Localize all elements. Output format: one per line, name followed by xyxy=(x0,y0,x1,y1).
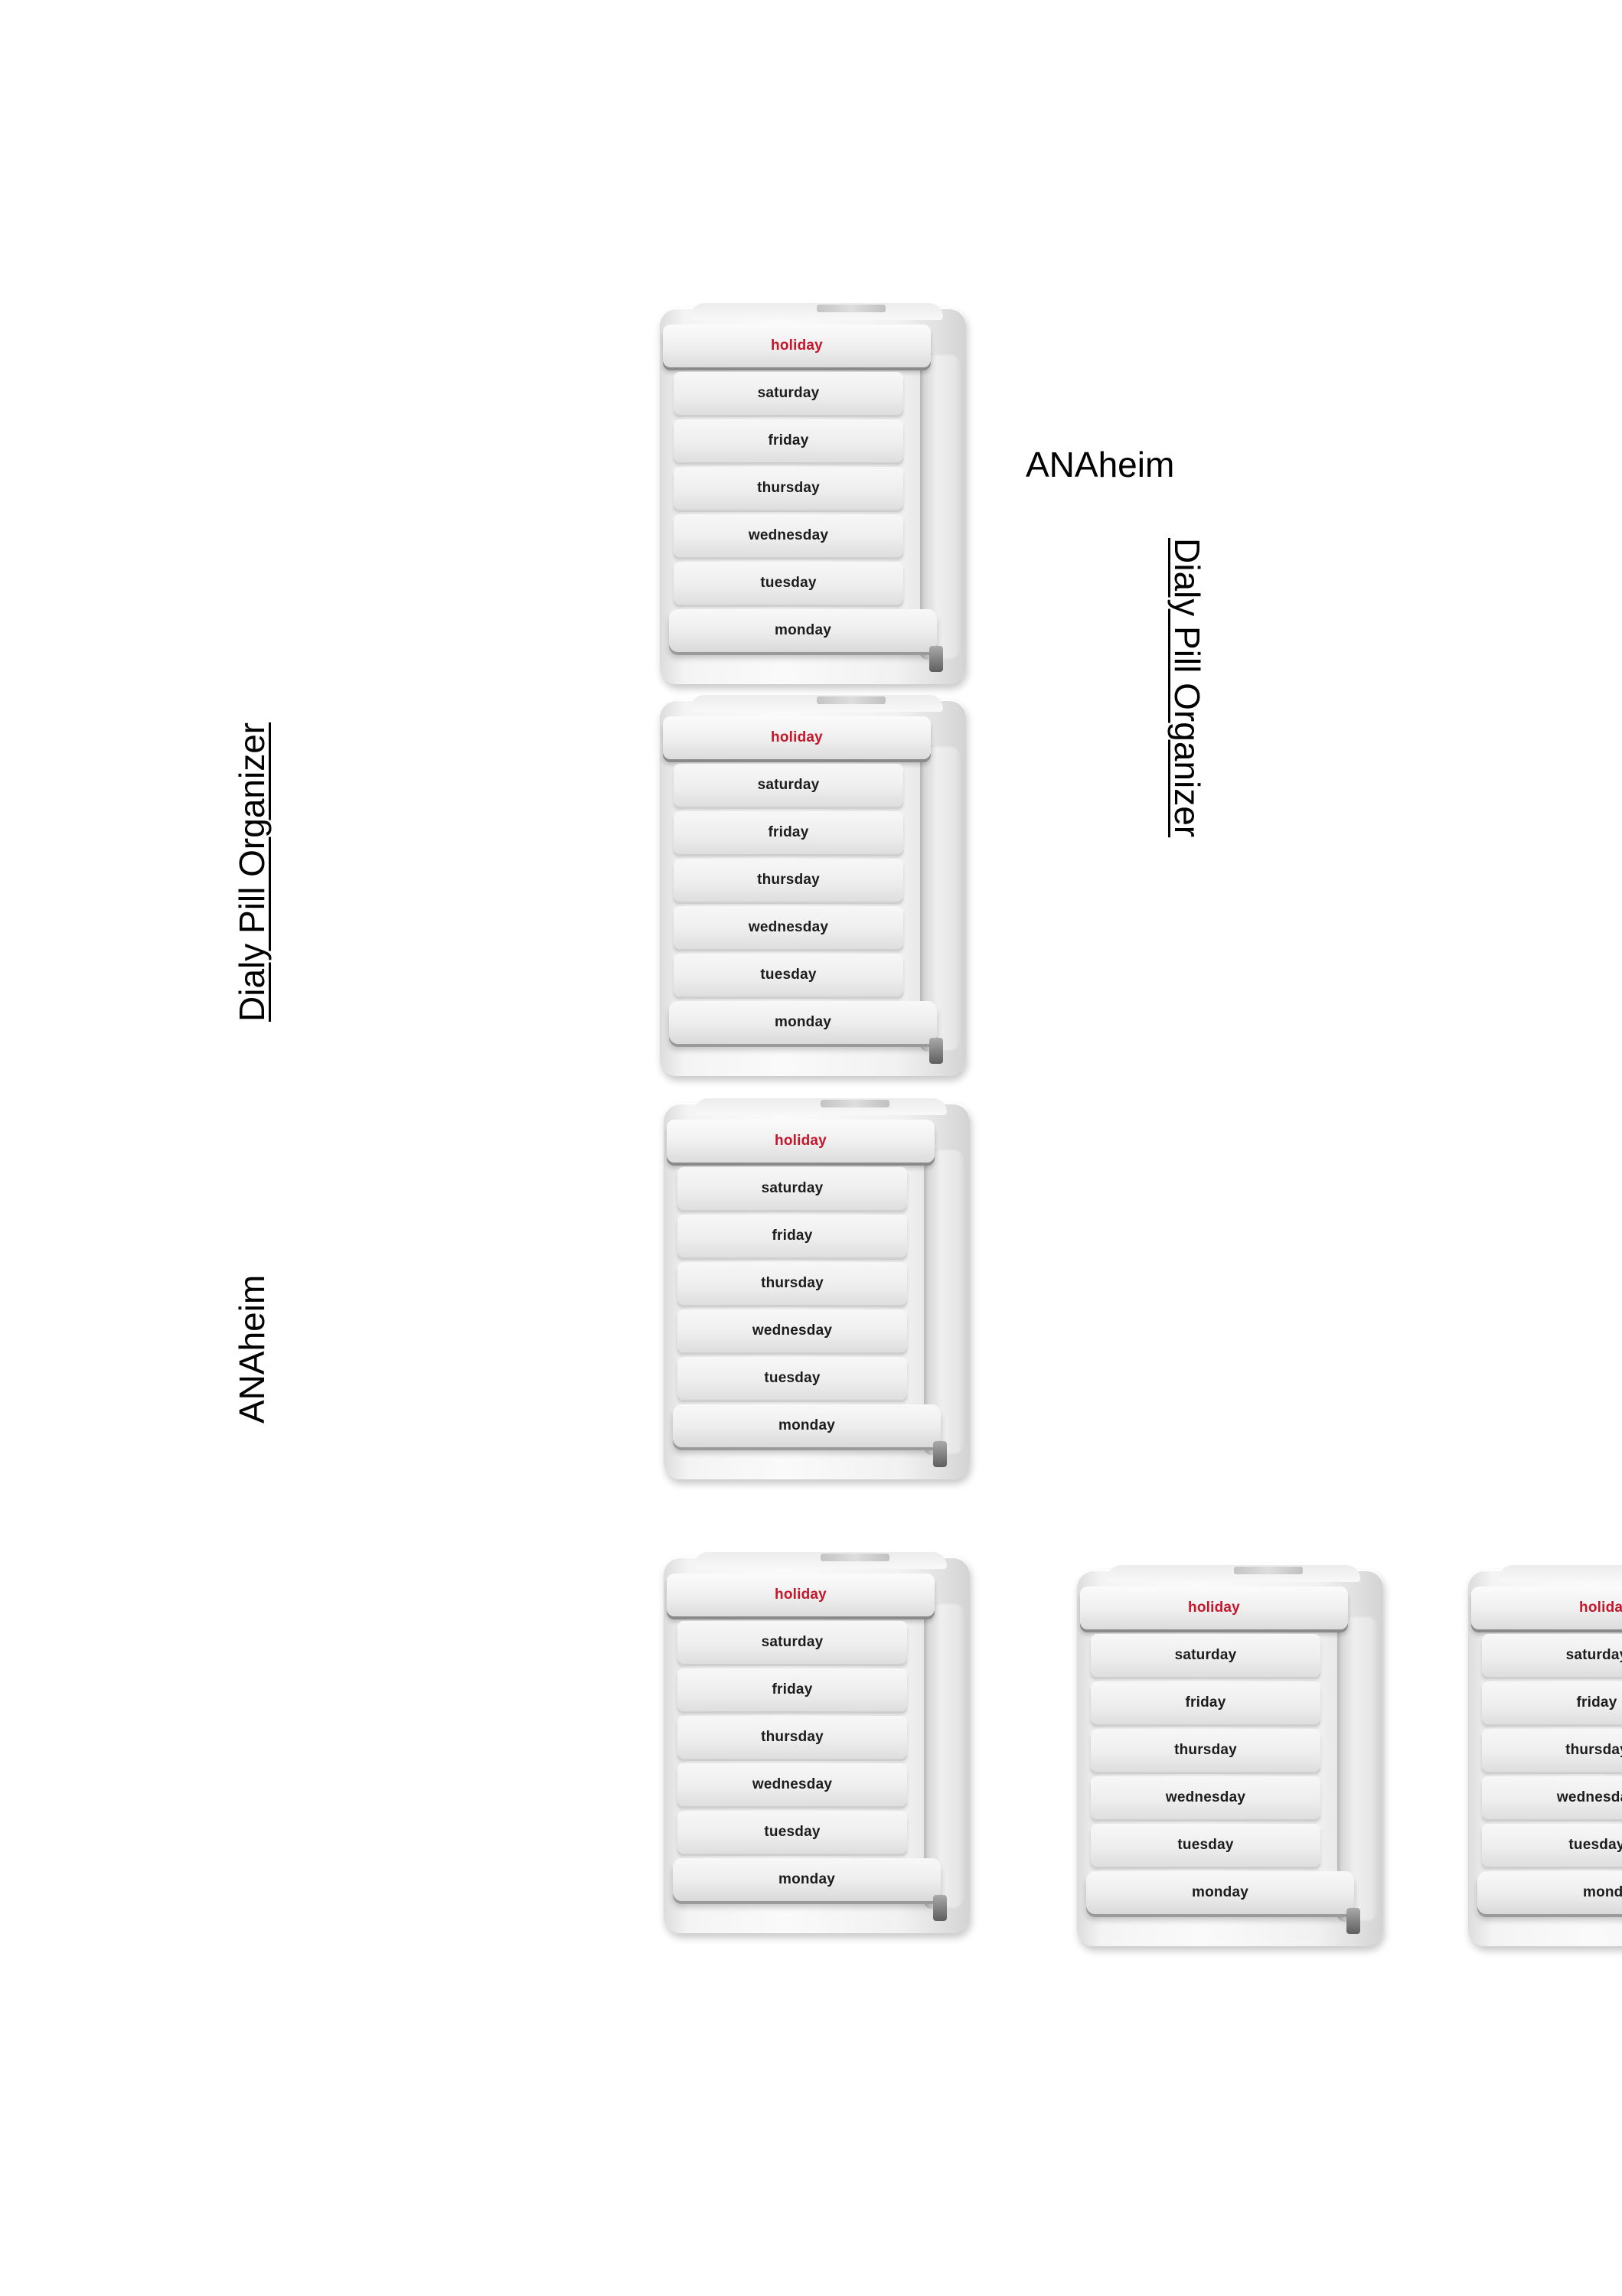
drawer-wednesday[interactable]: wednesday xyxy=(1091,1776,1320,1819)
drawer-monday[interactable]: monday xyxy=(669,1001,937,1044)
organizer-logo-icon xyxy=(1234,1567,1303,1574)
organizer-spine xyxy=(920,354,963,660)
left-brand: ANAheim xyxy=(232,1274,272,1424)
drawer-thursday[interactable]: thursday xyxy=(677,1262,907,1305)
organizer-top-lid xyxy=(690,303,943,320)
organizer-logo-icon xyxy=(821,1554,889,1561)
drawer-thursday[interactable]: thursday xyxy=(674,467,903,510)
drawer-thursday[interactable]: thursday xyxy=(677,1716,907,1759)
drawer-saturday[interactable]: saturday xyxy=(674,372,903,415)
drawer-thursday[interactable]: thursday xyxy=(1482,1729,1622,1772)
drawer-monday[interactable]: monday xyxy=(673,1404,941,1447)
drawer-thursday[interactable]: thursday xyxy=(674,859,903,902)
drawer-holiday[interactable]: holiday xyxy=(1080,1587,1348,1629)
drawer-wednesday[interactable]: wednesday xyxy=(677,1309,907,1352)
drawer-monday[interactable]: monday xyxy=(1086,1871,1354,1914)
drawer-wednesday[interactable]: wednesday xyxy=(677,1763,907,1806)
drawer-tuesday[interactable]: tuesday xyxy=(677,1811,907,1854)
drawer-tuesday[interactable]: tuesday xyxy=(677,1357,907,1400)
drawer-wednesday[interactable]: wednesday xyxy=(674,906,903,949)
drawer-friday[interactable]: friday xyxy=(677,1215,907,1257)
drawer-monday[interactable]: monday xyxy=(673,1858,941,1901)
drawer-saturday[interactable]: saturday xyxy=(1091,1634,1320,1677)
organizer-top-lid xyxy=(694,1552,947,1569)
drawer-saturday[interactable]: saturday xyxy=(674,764,903,807)
drawer-saturday[interactable]: saturday xyxy=(1482,1634,1622,1677)
drawer-tuesday[interactable]: tuesday xyxy=(1091,1824,1320,1867)
drawer-friday[interactable]: friday xyxy=(674,419,903,462)
organizer-top-lid xyxy=(694,1098,947,1115)
drawer-holiday[interactable]: holiday xyxy=(667,1120,935,1163)
organizer-logo-icon xyxy=(817,696,886,704)
drawer-clip-icon xyxy=(1346,1908,1360,1934)
organizer-spine xyxy=(924,1149,967,1455)
organizer-top-lid xyxy=(1499,1565,1622,1582)
organizer-top-lid xyxy=(690,695,943,712)
drawer-clip-icon xyxy=(929,1038,943,1064)
organizer-spine xyxy=(924,1603,967,1909)
drawer-friday[interactable]: friday xyxy=(674,811,903,854)
drawer-clip-icon xyxy=(933,1895,947,1921)
drawer-thursday[interactable]: thursday xyxy=(1091,1729,1320,1772)
organizer-logo-icon xyxy=(821,1100,889,1107)
drawer-tuesday[interactable]: tuesday xyxy=(674,562,903,605)
right-title: Dialy Pill Organizer xyxy=(1167,538,1207,838)
drawer-holiday[interactable]: holiday xyxy=(1471,1587,1622,1629)
drawer-clip-icon xyxy=(933,1441,947,1467)
drawer-saturday[interactable]: saturday xyxy=(677,1621,907,1664)
organizer-top-lid xyxy=(1108,1565,1360,1582)
drawer-holiday[interactable]: holiday xyxy=(663,325,931,367)
drawer-holiday[interactable]: holiday xyxy=(667,1574,935,1616)
drawer-tuesday[interactable]: tuesday xyxy=(674,954,903,996)
drawer-wednesday[interactable]: wednesday xyxy=(1482,1776,1622,1819)
drawer-friday[interactable]: friday xyxy=(1091,1681,1320,1724)
drawer-monday[interactable]: monday xyxy=(1477,1871,1622,1914)
right-brand: ANAheim xyxy=(1026,445,1175,484)
left-title: Dialy Pill Organizer xyxy=(232,722,272,1022)
drawer-monday[interactable]: monday xyxy=(669,609,937,652)
drawer-clip-icon xyxy=(929,646,943,672)
drawer-friday[interactable]: friday xyxy=(1482,1681,1622,1724)
drawer-wednesday[interactable]: wednesday xyxy=(674,514,903,557)
drawer-friday[interactable]: friday xyxy=(677,1668,907,1711)
drawer-holiday[interactable]: holiday xyxy=(663,716,931,759)
organizer-spine xyxy=(920,745,963,1052)
organizer-spine xyxy=(1337,1616,1380,1922)
organizer-logo-icon xyxy=(817,305,886,312)
drawer-saturday[interactable]: saturday xyxy=(677,1167,907,1210)
drawer-tuesday[interactable]: tuesday xyxy=(1482,1824,1622,1867)
